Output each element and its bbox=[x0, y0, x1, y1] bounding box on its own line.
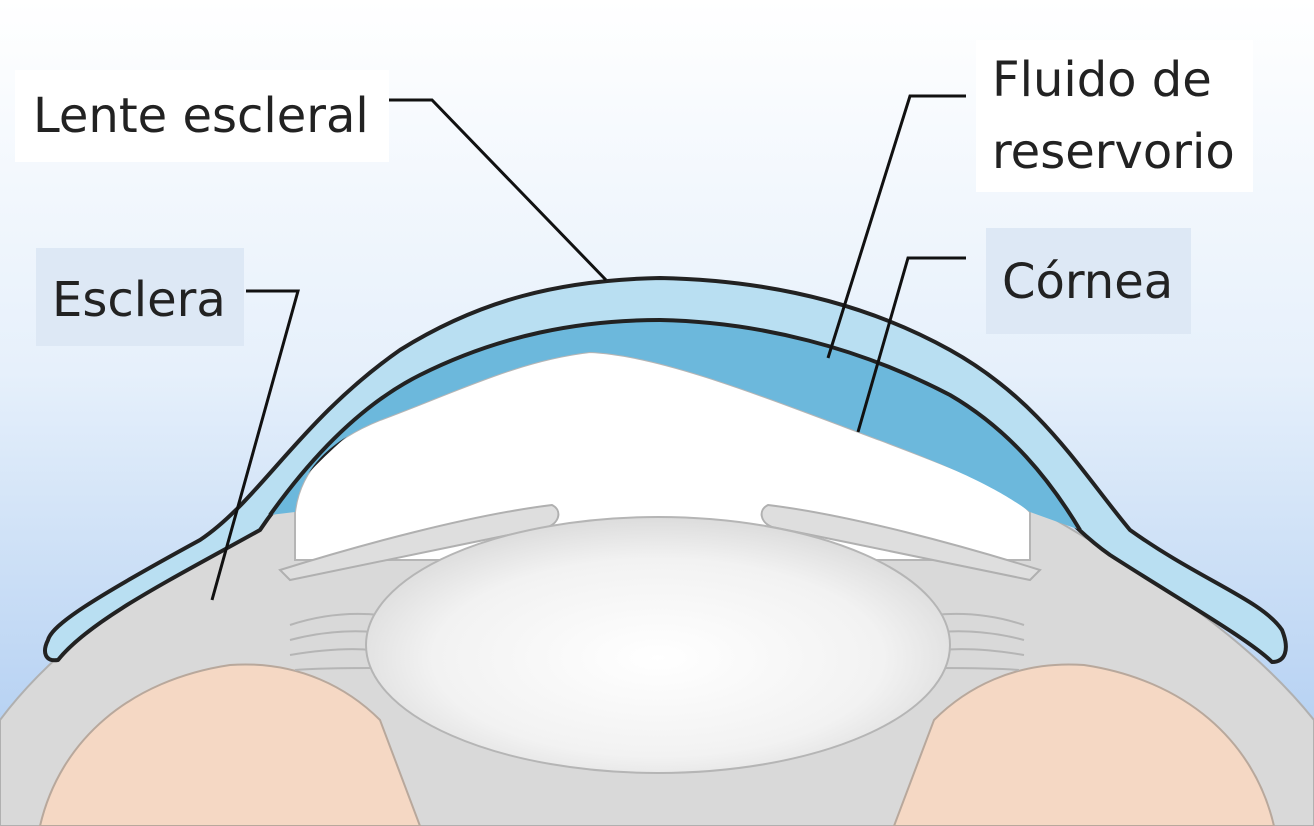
crystalline-lens bbox=[365, 516, 951, 774]
label-lente-escleral: Lente escleral bbox=[15, 70, 389, 163]
label-fluido-reservorio: Fluido de reservorio bbox=[976, 40, 1253, 192]
leader-cornea bbox=[856, 256, 966, 433]
leader-lines bbox=[210, 94, 966, 601]
iris-right bbox=[760, 503, 1042, 582]
label-cornea: Córnea bbox=[986, 228, 1192, 335]
label-fluido-line2: reservorio bbox=[992, 124, 1235, 180]
leader-fluido bbox=[826, 94, 966, 359]
scleral-lens-inner-edge bbox=[268, 317, 1082, 532]
label-esclera-text: Esclera bbox=[52, 272, 226, 328]
label-lente-escleral-text: Lente escleral bbox=[33, 88, 369, 144]
label-fluido-line1: Fluido de bbox=[992, 52, 1212, 108]
label-cornea-text: Córnea bbox=[1002, 254, 1174, 310]
choroid-right bbox=[892, 663, 1276, 826]
label-esclera: Esclera bbox=[36, 248, 244, 347]
leader-lente-escleral bbox=[388, 98, 608, 282]
iris-left bbox=[278, 503, 560, 582]
reservoir-fluid bbox=[270, 320, 1080, 530]
choroid-left bbox=[38, 663, 422, 826]
leader-esclera bbox=[210, 289, 300, 601]
